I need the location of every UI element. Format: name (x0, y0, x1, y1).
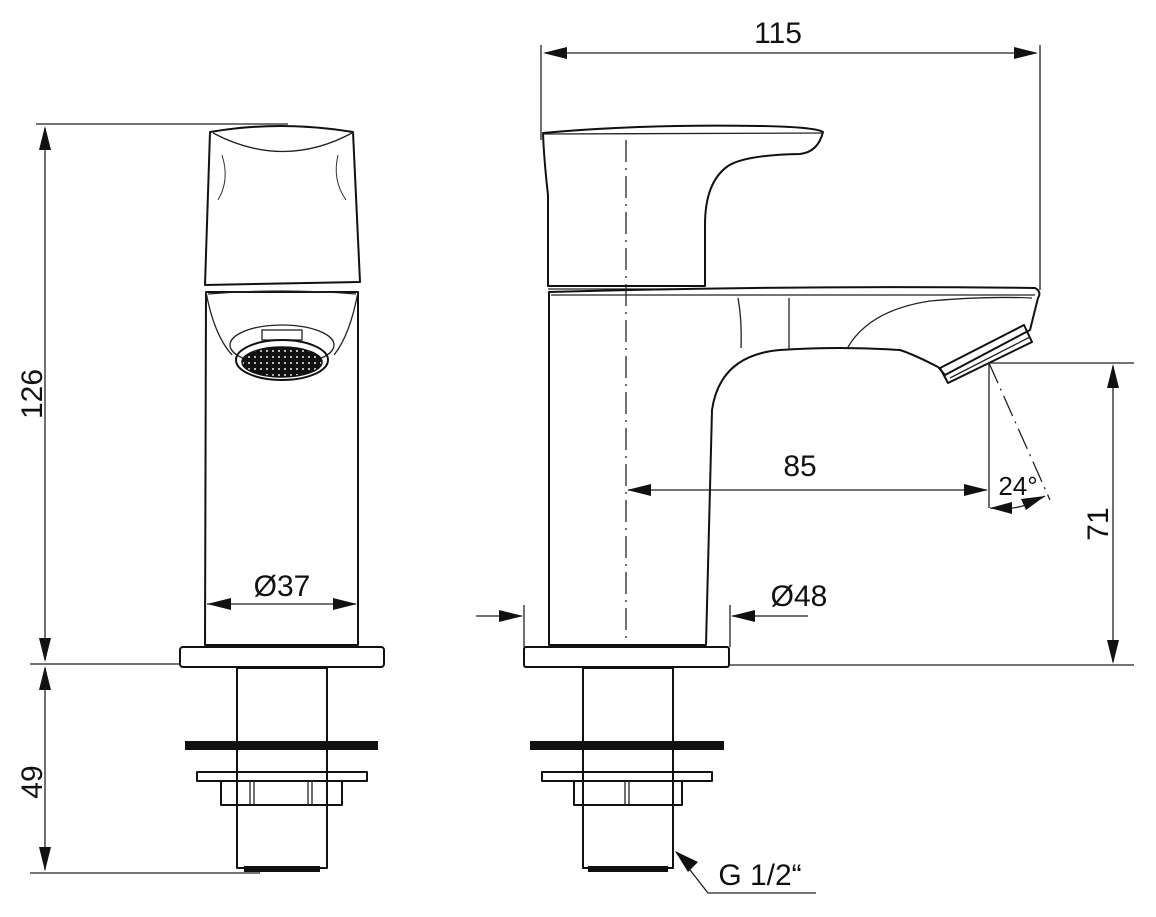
side-body-spout (548, 286, 1041, 646)
base-diameter-label: Ø48 (771, 580, 828, 613)
front-shank (185, 667, 378, 872)
dimension-overall-length: 115 (540, 17, 1041, 290)
front-base-plate (179, 646, 385, 668)
front-view: 126 49 Ø37 (16, 123, 385, 874)
spout-height-label: 71 (1082, 507, 1115, 540)
front-handle (204, 125, 361, 286)
thread-size-label: G 1/2“ (718, 859, 801, 892)
total-height-label: 126 (16, 369, 49, 419)
spout-angle-label: 24° (998, 471, 1037, 501)
dimension-spout-reach: 85 (627, 450, 988, 496)
thread-size-callout: G 1/2“ (675, 851, 816, 894)
dimension-thread-length: 49 (16, 666, 260, 874)
overall-length-label: 115 (754, 17, 802, 50)
spout-reach-label: 85 (783, 450, 816, 483)
body-diameter-label: Ø37 (254, 570, 311, 603)
side-shank (530, 667, 724, 872)
front-body (204, 290, 359, 646)
dimension-base-diameter: Ø48 (476, 580, 827, 647)
side-base-plate (523, 646, 730, 668)
side-view: 115 85 24° 71 (476, 17, 1134, 894)
side-handle (542, 124, 824, 290)
dimension-body-diameter: Ø37 (207, 570, 357, 610)
dimension-spout-angle: 24° (988, 362, 1051, 514)
thread-length-label: 49 (16, 765, 49, 798)
dimension-total-height: 126 (16, 123, 288, 665)
dimension-spout-height: 71 (729, 362, 1134, 666)
